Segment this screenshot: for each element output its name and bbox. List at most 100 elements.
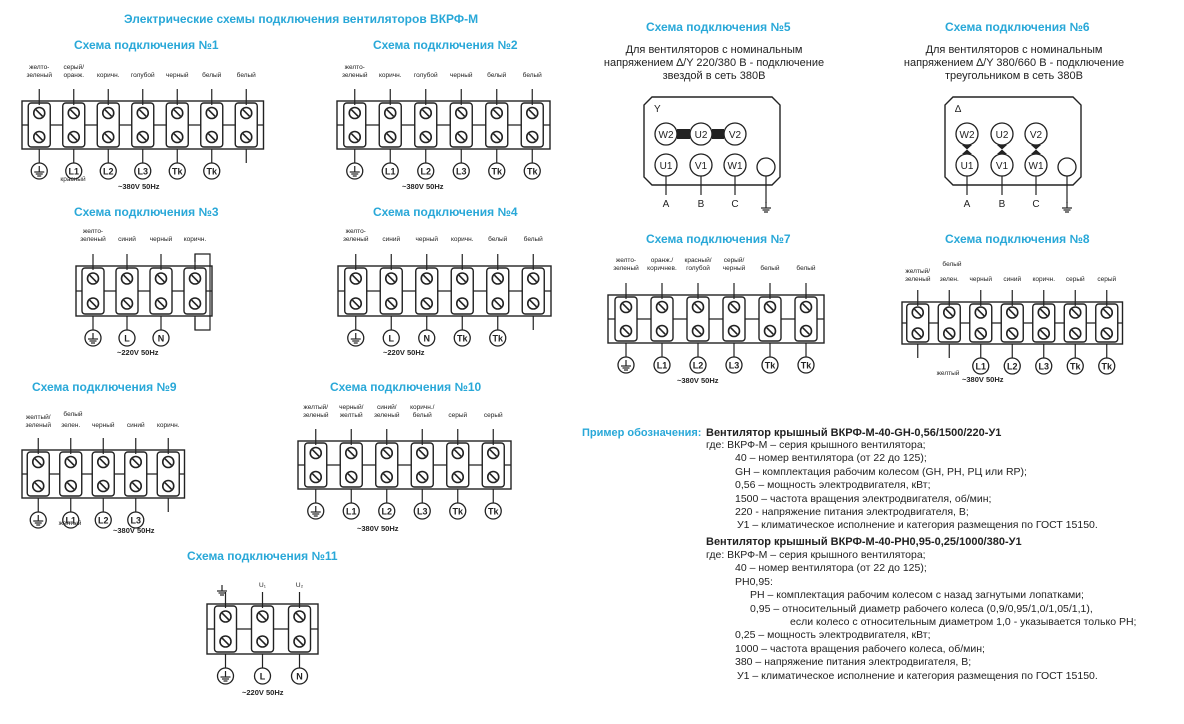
wire-label-top: серый/черный bbox=[723, 256, 746, 272]
screw-icon-slot bbox=[458, 299, 467, 308]
screw-icon-slot bbox=[976, 308, 985, 317]
terminal-label-circle bbox=[127, 511, 145, 529]
wire-label-top: желто-зеленый bbox=[343, 228, 369, 243]
screw-icon-slot bbox=[622, 327, 630, 335]
screw-icon-slot bbox=[191, 299, 199, 308]
scheme-5-star-bridge bbox=[712, 129, 724, 139]
wire-label-top: голубой bbox=[131, 71, 155, 79]
example-key: Пример обозначения: bbox=[582, 427, 702, 439]
terminal-label-circle bbox=[342, 502, 360, 520]
wire-label-top: синий bbox=[1003, 275, 1021, 283]
wire-label-top: черный bbox=[166, 71, 189, 79]
screw-icon-slot bbox=[69, 133, 78, 141]
wire-label-top: оранж./коричнев. bbox=[647, 257, 677, 272]
screw-icon-slot bbox=[66, 458, 75, 466]
example-2-line: У1 – климатическое исполнение и категори… bbox=[737, 669, 1098, 682]
screw-icon-slot bbox=[258, 637, 267, 646]
screw-icon-slot bbox=[386, 109, 395, 117]
page-title: Электрические схемы подключения вентилят… bbox=[124, 12, 479, 26]
scheme-5-title: Схема подключения №5 bbox=[646, 20, 791, 34]
screw-icon-slot bbox=[347, 449, 356, 457]
example-1-line: У1 – климатическое исполнение и категори… bbox=[737, 519, 1098, 532]
screw-icon-slot bbox=[35, 133, 44, 141]
screw-icon-slot bbox=[173, 109, 182, 117]
example-2-line: РН0,95: bbox=[735, 575, 773, 588]
terminal-label-text: L1 bbox=[975, 362, 986, 372]
terminal-label-text: Tk bbox=[1101, 362, 1112, 372]
wire-label-top: серый bbox=[448, 411, 467, 419]
example-1-line: 40 – номер вентилятора (от 22 до 125); bbox=[735, 452, 927, 465]
wire-label-top: U₁ bbox=[259, 582, 267, 589]
screw-icon-slot bbox=[138, 133, 147, 141]
terminal-label-text: L2 bbox=[381, 507, 392, 517]
screw-icon-slot bbox=[945, 308, 954, 317]
terminal-label-circle bbox=[65, 162, 83, 180]
example-2-line: 0,25 – мощность электродвигателя, кВт; bbox=[735, 629, 931, 642]
wire-label-top: желто-зеленый bbox=[613, 257, 639, 272]
scheme-8-title: Схема подключения №8 bbox=[945, 232, 1090, 246]
screw-icon-slot bbox=[164, 458, 173, 466]
example-2-line: если колесо с относительным диаметром 1,… bbox=[790, 616, 1137, 628]
wire-label-top: желтый/зеленый bbox=[25, 413, 51, 429]
terminal-label-text: Tk bbox=[491, 167, 502, 177]
terminal-label-text: L2 bbox=[420, 167, 431, 177]
wire-label-top: белый bbox=[488, 235, 508, 243]
screw-icon-slot bbox=[99, 458, 108, 466]
terminal-label-text: N bbox=[424, 334, 431, 344]
terminal-label-circle bbox=[725, 356, 743, 374]
terminal-label-text: L2 bbox=[98, 516, 109, 526]
scheme-6-delta-bridge bbox=[962, 145, 972, 154]
screw-icon-slot bbox=[528, 109, 537, 117]
screw-icon-slot bbox=[131, 482, 140, 490]
scheme-1-title: Схема подключения №1 bbox=[74, 38, 219, 52]
scheme-3-title: Схема подключения №3 bbox=[74, 205, 219, 219]
terminal-label-circle bbox=[94, 511, 112, 529]
scheme-6-delta-bridge bbox=[997, 145, 1007, 154]
screw-icon-slot bbox=[207, 133, 216, 141]
screw-icon-slot bbox=[976, 329, 985, 338]
screw-icon-slot bbox=[295, 637, 304, 646]
terminal-label-text: L bbox=[260, 672, 266, 682]
screw-icon-slot bbox=[493, 299, 502, 308]
screw-icon-slot bbox=[658, 303, 666, 311]
screw-icon-slot bbox=[421, 109, 430, 117]
terminal-label-text: Tk bbox=[1070, 362, 1081, 372]
scheme-6-lower-label: U1 bbox=[961, 161, 974, 172]
wire-label-top: белый bbox=[942, 260, 962, 268]
scheme-5-ground-terminal bbox=[756, 157, 776, 177]
scheme-6-lower-label: V1 bbox=[996, 161, 1009, 172]
terminal-label-circle bbox=[972, 357, 990, 375]
wire-label-top: коричн. bbox=[379, 72, 402, 79]
scheme-6-upper-label: V2 bbox=[1030, 130, 1043, 141]
terminal-label-circle bbox=[99, 162, 117, 180]
screw-icon-slot bbox=[242, 133, 251, 141]
terminal-label-circle bbox=[1098, 357, 1116, 375]
terminal-label-circle bbox=[1003, 357, 1021, 375]
screw-icon-slot bbox=[418, 473, 427, 481]
screw-icon-slot bbox=[311, 473, 320, 481]
example-2-line: 40 – номер вентилятора (от 22 до 125); bbox=[735, 562, 927, 575]
wire-label-top: синий bbox=[382, 235, 400, 243]
terminal-label-circle bbox=[488, 162, 506, 180]
wire-label-top: белый bbox=[63, 410, 83, 418]
screw-icon-slot bbox=[422, 274, 431, 283]
wire-label-top: зелен. bbox=[940, 276, 959, 283]
wire-label-top: U₂ bbox=[296, 582, 304, 589]
screw-icon-slot bbox=[123, 299, 131, 308]
screw-icon-slot bbox=[658, 327, 666, 335]
scheme-6-phase-label: C bbox=[1032, 199, 1039, 210]
frequency-label: ~220V 50Hz bbox=[117, 348, 159, 357]
wire-label-top: коричн. bbox=[184, 236, 207, 243]
screw-icon-slot bbox=[347, 473, 356, 481]
scheme-2-title: Схема подключения №2 bbox=[373, 38, 518, 52]
scheme-6-phase-label: A bbox=[964, 199, 971, 210]
screw-icon-slot bbox=[221, 637, 230, 646]
wire-label-top: белый bbox=[487, 71, 507, 79]
wire-label-top: черный bbox=[150, 235, 173, 243]
terminal-label-text: L1 bbox=[346, 507, 357, 517]
terminal-label-text: L1 bbox=[65, 516, 76, 526]
screw-icon-slot bbox=[945, 329, 954, 338]
terminal-label-circle bbox=[413, 502, 431, 520]
terminal-label-text: L1 bbox=[68, 167, 79, 177]
